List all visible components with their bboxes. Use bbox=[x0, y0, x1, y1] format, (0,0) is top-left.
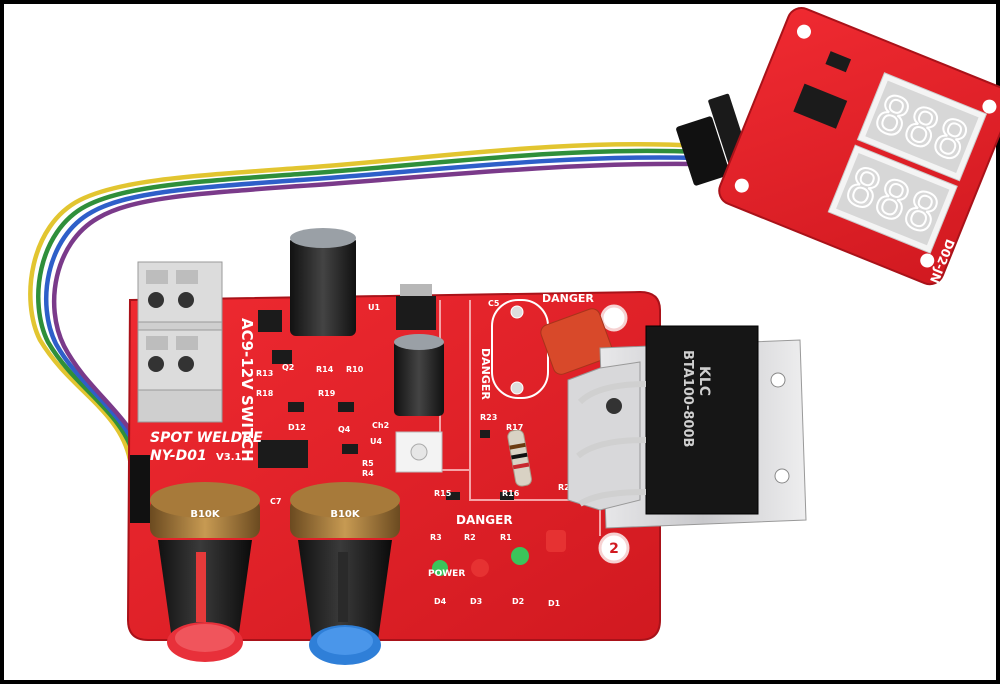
ref-label: D3 bbox=[470, 597, 482, 606]
danger-side-label: DANGER bbox=[479, 348, 492, 400]
pot-left-value: B10K bbox=[190, 509, 221, 520]
capacitor-large bbox=[290, 228, 356, 336]
ref-label: R14 bbox=[316, 365, 334, 374]
ref-label: R23 bbox=[480, 413, 497, 422]
ref-label: U1 bbox=[368, 303, 380, 312]
pot-right-value: B10K bbox=[330, 509, 361, 520]
status-leds bbox=[432, 530, 566, 577]
potentiometer-left: B10K bbox=[150, 482, 260, 538]
knob-left[interactable] bbox=[158, 540, 252, 662]
ref-label: R3 bbox=[430, 533, 442, 542]
ref-label: C7 bbox=[270, 497, 281, 506]
triac: KLC BTA100-800B bbox=[645, 325, 759, 515]
ref-label: D4 bbox=[434, 597, 447, 606]
potentiometer-right: B10K bbox=[290, 482, 400, 538]
ref-label: R16 bbox=[502, 489, 520, 498]
seven-segment-display-top: 888 bbox=[856, 72, 988, 182]
ref-label: D2 bbox=[512, 597, 524, 606]
ref-label: U4 bbox=[370, 437, 382, 446]
ref-label: R1 bbox=[500, 533, 512, 542]
ref-label: Ch2 bbox=[372, 421, 389, 430]
film-capacitor bbox=[540, 308, 613, 375]
logic-chip bbox=[258, 440, 308, 468]
triac-model: BTA100-800B bbox=[680, 350, 695, 447]
ref-label: R22 bbox=[558, 483, 575, 492]
ribbon-cable bbox=[28, 142, 703, 463]
pin-header bbox=[130, 455, 150, 523]
ref-label: R18 bbox=[256, 389, 274, 398]
ref-label: R13 bbox=[256, 369, 273, 378]
ref-label: R19 bbox=[318, 389, 336, 398]
ref-label: R17 bbox=[506, 423, 523, 432]
danger-top-label: DANGER bbox=[542, 292, 594, 305]
ref-label: Q4 bbox=[338, 425, 351, 434]
ref-label: R15 bbox=[434, 489, 452, 498]
ref-label: R4 bbox=[362, 469, 374, 478]
ref-label: Q2 bbox=[282, 363, 294, 372]
model-label: NY-D01 bbox=[150, 448, 207, 464]
ref-label: R2 bbox=[464, 533, 476, 542]
regulator-chip bbox=[396, 296, 436, 330]
version-label: V3.1 bbox=[216, 452, 241, 463]
ref-label: D1 bbox=[548, 599, 561, 608]
display-driver-chip bbox=[793, 83, 848, 129]
knob-right[interactable] bbox=[298, 540, 392, 665]
ref-label: R10 bbox=[346, 365, 364, 374]
display-board: 888 888 D02-JN bbox=[718, 7, 1000, 285]
voltage-label: AC9-12V SWITCH bbox=[238, 318, 256, 462]
circle-number: 2 bbox=[609, 541, 619, 557]
ref-label: C5 bbox=[488, 299, 500, 308]
triac-brand: KLC bbox=[696, 366, 712, 396]
capacitor-small bbox=[394, 334, 444, 416]
power-label: POWER bbox=[428, 569, 465, 579]
brand-label: SPOT WELDRE bbox=[150, 430, 263, 446]
main-pcb: AC9-12V SWITCH SPOT WELDRE NY-D01 V3.1 D… bbox=[126, 228, 661, 641]
danger-bottom-label: DANGER bbox=[456, 513, 513, 527]
ref-label: D12 bbox=[288, 423, 306, 432]
ref-label: R5 bbox=[362, 459, 374, 468]
terminal-block bbox=[137, 261, 223, 423]
triac-legs bbox=[576, 381, 647, 507]
axial-resistor bbox=[507, 429, 532, 487]
